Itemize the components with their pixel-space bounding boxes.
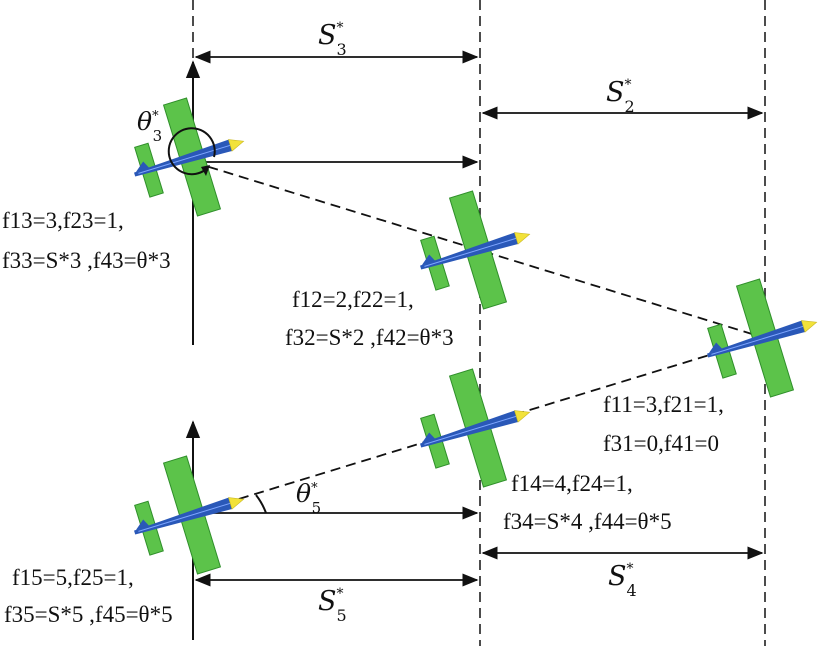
formation-line-upper [192,161,766,339]
label-aircraft1-line1: f11=3,f21=1, [603,392,724,417]
aircraft-5 [117,443,262,589]
label-aircraft4-line1: f14=4,f24=1, [511,471,633,496]
label-s5: S*5 [318,586,347,625]
label-aircraft5-line2: f35=S*5 ,f45=θ*5 [4,602,173,627]
angle-arc-theta3-arrowhead [201,165,210,176]
label-s4: S*4 [608,561,637,600]
formation-line-lower [192,337,766,514]
label-theta3: θ*3 [137,107,162,145]
aircraft-1 [690,266,834,412]
label-s2: S*2 [606,77,635,116]
angle-arc-theta5 [255,494,267,514]
label-aircraft3-line1: f13=3,f23=1, [2,208,124,233]
label-aircraft3-line2: f33=S*3 ,f43=θ*3 [2,248,171,273]
angle-arc-theta3 [167,127,216,176]
label-aircraft2-line1: f12=2,f22=1, [292,287,414,312]
label-s3: S*3 [318,20,347,59]
label-aircraft2-line2: f32=S*2 ,f42=θ*3 [285,325,454,350]
label-theta5: θ*5 [296,479,321,517]
aircraft-2 [403,178,548,324]
label-aircraft5-line1: f15=5,f25=1, [12,565,134,590]
label-aircraft4-line2: f34=S*4 ,f44=θ*5 [503,509,672,534]
label-aircraft1-line2: f31=0,f41=0 [603,431,719,456]
